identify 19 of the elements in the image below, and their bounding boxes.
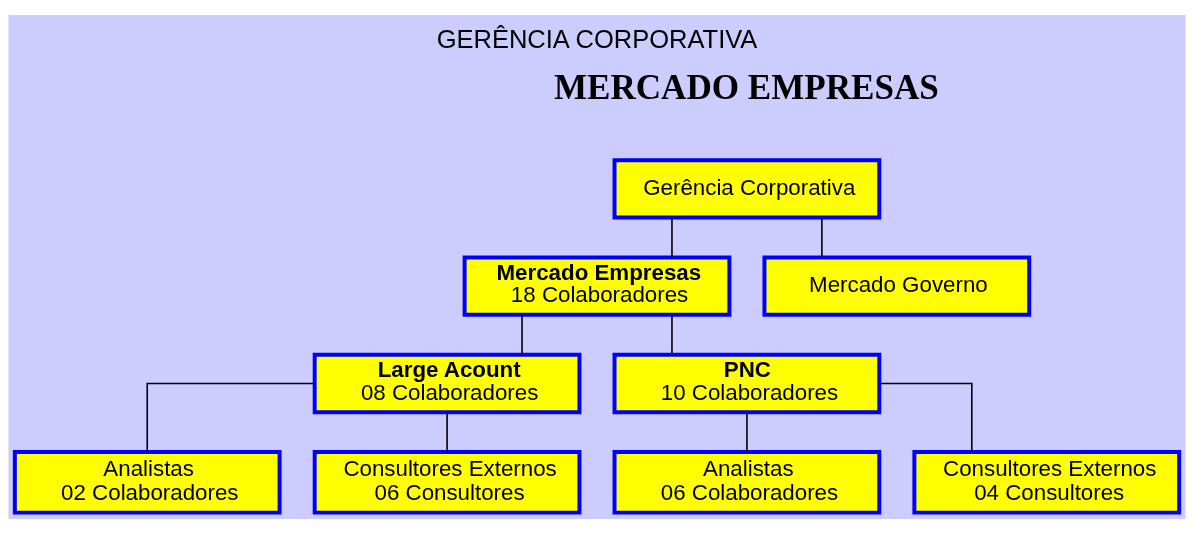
node-box: Gerência Corporativa — [612, 158, 882, 220]
connector — [671, 314, 673, 356]
node-box: Large Acount 08 Colaboradores — [312, 352, 582, 415]
node-box: Analistas 06 Colaboradores — [612, 450, 882, 515]
connector — [878, 382, 973, 453]
diagram-title: GERÊNCIA CORPORATIVA — [436, 25, 758, 54]
connector — [146, 382, 316, 453]
connector — [821, 217, 823, 258]
node-box: Consultores Externos 04 Consultores — [912, 450, 1182, 515]
connector — [746, 411, 748, 453]
label: MERCADO EMPRESAS — [553, 67, 939, 107]
node-box: Consultores Externos 06 Consultores — [312, 450, 582, 515]
node-box: Analistas 02 Colaboradores — [12, 450, 282, 515]
node-box: Mercado Governo — [762, 255, 1032, 317]
connector — [446, 411, 448, 453]
connector — [671, 217, 673, 258]
connector — [521, 314, 523, 356]
node-box: Mercado Empresas 18 Colaboradores — [462, 255, 732, 317]
node-box: PNC 10 Colaboradores — [612, 352, 882, 415]
